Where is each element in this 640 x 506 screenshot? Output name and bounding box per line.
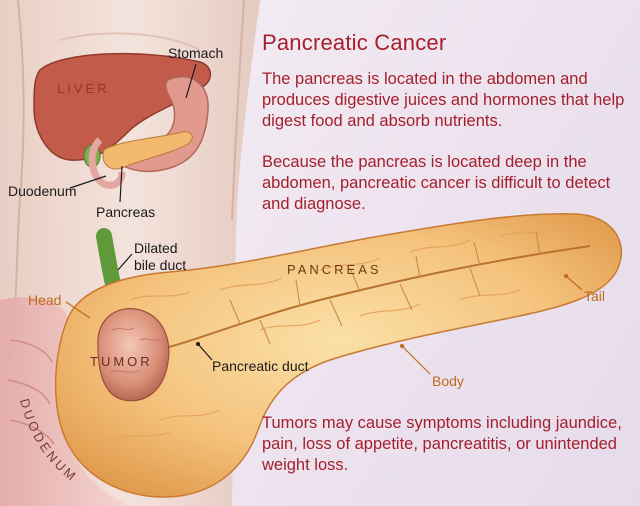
leader-pancreas	[119, 165, 123, 203]
dilated-line-1: Dilated	[134, 240, 178, 256]
leader-body	[401, 345, 431, 375]
duodenum-folds	[7, 339, 55, 445]
pancreatic-duct-line	[149, 245, 591, 353]
tumor-texture	[109, 327, 161, 373]
liver-shape	[33, 52, 212, 161]
leader-bile-duct	[117, 253, 133, 271]
stomach-label: Stomach	[168, 45, 224, 61]
leader-stomach	[185, 63, 197, 99]
rib-line	[59, 32, 201, 51]
page-title: Pancreatic Cancer	[262, 30, 447, 55]
tumor-label: TUMOR	[90, 354, 153, 369]
torso-outline-right	[231, 0, 245, 221]
tail-dot	[564, 274, 568, 278]
duct-dot	[196, 342, 200, 346]
tail-label: Tail	[584, 288, 606, 304]
pancreatic-duct-label: Pancreatic duct	[212, 358, 309, 374]
small-pancreas-shape	[102, 131, 193, 170]
pancreas-big-label: PANCREAS	[287, 262, 382, 277]
head-label: Head	[28, 292, 62, 308]
dilated-line-2: bile duct	[134, 257, 187, 273]
leader-duodenum	[69, 175, 107, 189]
pancreas-small-label: Pancreas	[96, 204, 156, 220]
leader-head	[65, 301, 91, 319]
detection-paragraph: Because the pancreas is located deep in …	[262, 153, 611, 213]
intro-paragraph: The pancreas is located in the abdomen a…	[262, 70, 625, 130]
tumor-shape	[97, 308, 170, 402]
pancreas-texture	[109, 227, 561, 441]
leader-pancreatic-duct	[197, 343, 213, 361]
big-pancreas-shape	[54, 213, 622, 498]
duct-branches	[229, 231, 541, 345]
small-duodenum-shape	[88, 137, 126, 189]
symptoms-paragraph: Tumors may cause symptoms including jaun…	[262, 414, 622, 474]
dilated-bile-duct-label: Dilated bile duct	[134, 240, 186, 274]
body-dot	[400, 344, 404, 348]
liver-label: LIVER	[57, 81, 110, 96]
leader-tail	[565, 275, 583, 291]
duodenum-small-label: Duodenum	[8, 183, 77, 199]
body-label: Body	[432, 373, 464, 389]
